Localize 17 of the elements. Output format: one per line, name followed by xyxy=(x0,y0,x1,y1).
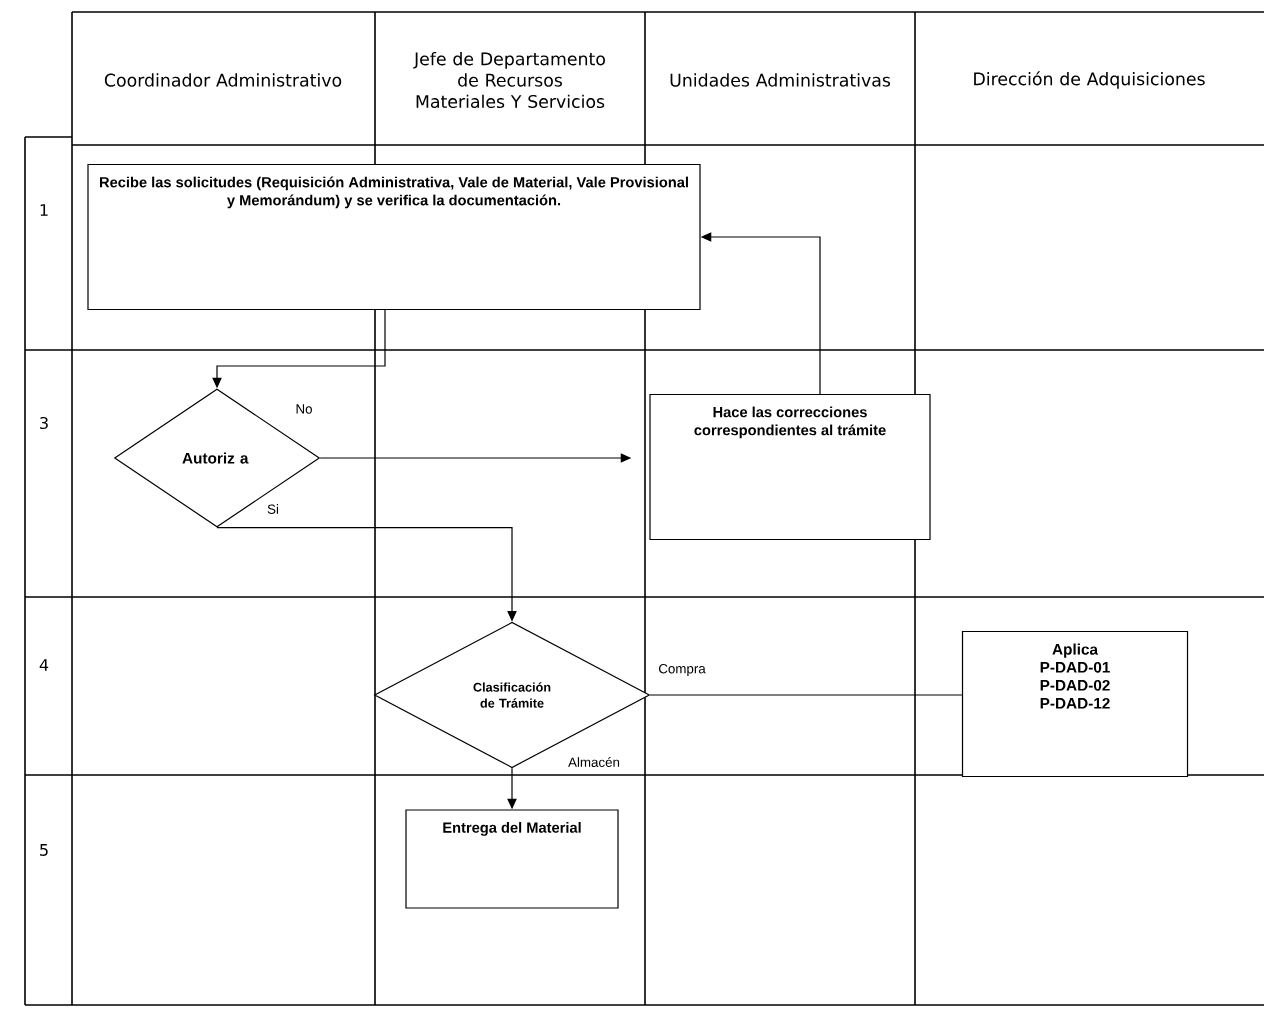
edge-label: Si xyxy=(265,502,281,516)
process-box: Aplica P-DAD-01 P-DAD-02 P-DAD-12 xyxy=(961,630,1189,778)
process-box: Recibe las solicitudes (Requisición Administrativa, Vale de Material, Vale Provisional y Memorándum) y se verifica la documentación. xyxy=(87,163,701,311)
lane-header: Unidades Administrativas xyxy=(670,73,891,87)
row-number: 5 xyxy=(40,844,48,856)
lane-header: Coordinador Administrativo xyxy=(104,73,342,87)
row-number: 3 xyxy=(40,416,48,430)
edge-label: No xyxy=(294,403,314,415)
lane-header: Dirección de Adquisiciones xyxy=(974,71,1205,89)
edge-label: Almacén xyxy=(566,755,622,769)
row-number: 1 xyxy=(40,204,48,216)
process-box: Entrega del Material xyxy=(405,809,619,909)
connector-line xyxy=(649,694,963,696)
lane-header: Jefe de Departamento de Recursos Materiales Y Servicios xyxy=(413,51,605,109)
process-box: Hace las correcciones correspondientes al trámite xyxy=(649,393,931,541)
row-number: 4 xyxy=(39,659,49,671)
edge-label: Compra xyxy=(656,662,708,678)
